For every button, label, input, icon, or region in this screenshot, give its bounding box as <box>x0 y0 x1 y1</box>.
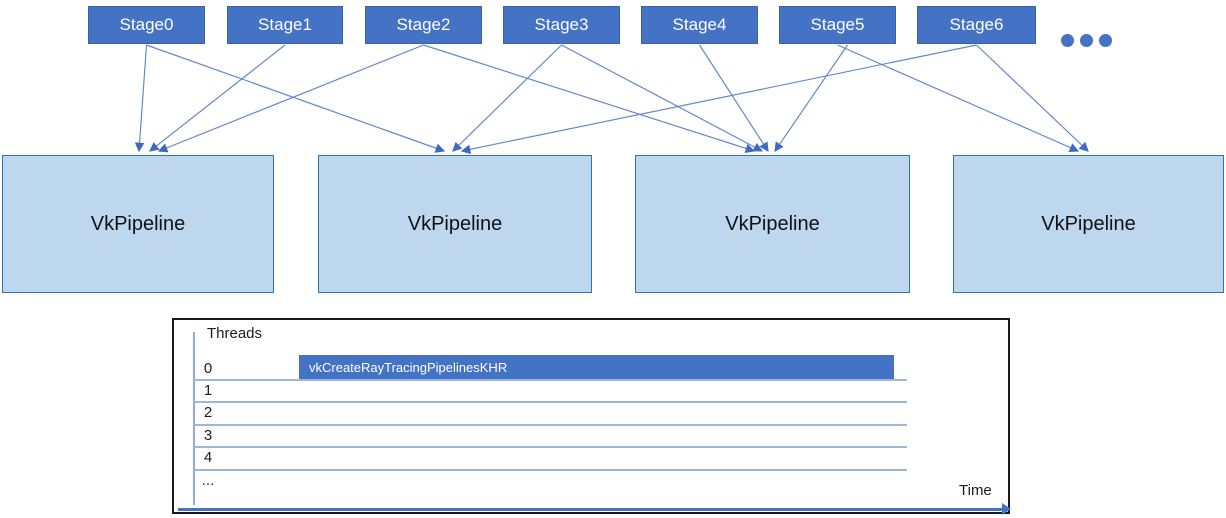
stage-label: Stage4 <box>672 15 727 34</box>
stage-label: Stage1 <box>258 15 312 34</box>
pipeline-box-0: VkPipeline <box>2 155 274 293</box>
pipeline-label: VkPipeline <box>725 212 820 235</box>
more-stages-ellipsis-icon <box>1061 34 1112 47</box>
arrow-stage5-to-pipeline-3 <box>837 44 1080 153</box>
thread-row-label-2: 2 <box>203 404 213 422</box>
arrow-stage1-to-pipeline-0 <box>149 44 286 152</box>
thread-row-label-0: 0 <box>203 359 213 377</box>
stage-box-stage0: Stage0 <box>88 6 205 44</box>
stage-label: Stage3 <box>534 15 589 34</box>
stage-box-stage1: Stage1 <box>227 6 343 44</box>
thread-row-separator <box>194 401 907 404</box>
thread-row-separator <box>194 423 907 426</box>
stage-box-stage3: Stage3 <box>503 6 620 44</box>
thread-timeline-chart: Threads 0 1 2 3 4... vkCreateRayTracingPipel… <box>172 318 1011 515</box>
pipeline-box-2: VkPipeline <box>635 155 910 293</box>
arrow-stage3-to-pipeline-1 <box>452 44 562 152</box>
thread-row-separator <box>194 379 907 381</box>
stage-box-stage6: Stage6 <box>917 6 1036 44</box>
pipeline-label: VkPipeline <box>90 212 186 235</box>
pipeline-label: VkPipeline <box>407 212 503 235</box>
thread-row-label-1: 1 <box>203 381 213 399</box>
pipeline-label: VkPipeline <box>1041 212 1136 235</box>
stage-label: Stage2 <box>396 15 451 34</box>
time-axis-arrowhead-icon <box>1002 503 1011 515</box>
threads-axis-title: Threads <box>207 325 263 342</box>
arrow-stage3-to-pipeline-2 <box>561 44 764 152</box>
arrow-stage5-to-pipeline-2 <box>774 44 848 152</box>
stage-box-stage5: Stage5 <box>779 6 896 44</box>
arrow-stage6-to-pipeline-1 <box>460 44 977 155</box>
ellipsis-dot-icon <box>1099 34 1112 47</box>
threads-axis-line <box>193 332 195 505</box>
ellipsis-dot-icon <box>1080 34 1093 47</box>
arrow-stage2-to-pipeline-2 <box>423 44 756 154</box>
thread-row-label-dotdotdot: ... <box>201 471 215 489</box>
thread-row-separator <box>194 446 907 449</box>
arrow-stage4-to-pipeline-2 <box>698 44 769 153</box>
stage-label: Stage6 <box>949 15 1004 34</box>
time-axis-title: Time <box>959 482 992 499</box>
pipeline-box-3: VkPipeline <box>953 155 1224 293</box>
stage-label: Stage5 <box>810 15 865 34</box>
arrow-stage2-to-pipeline-0 <box>157 44 424 153</box>
thread-row-label-3: 3 <box>203 426 213 444</box>
arrow-stage0-to-pipeline-1 <box>146 44 446 153</box>
time-axis-line <box>178 508 1004 511</box>
ellipsis-dot-icon <box>1061 34 1074 47</box>
thread-row-separator <box>194 468 907 471</box>
arrow-stage0-to-pipeline-0 <box>134 44 148 153</box>
stage-box-stage2: Stage2 <box>365 6 482 44</box>
pipeline-box-1: VkPipeline <box>318 155 592 293</box>
stage-box-stage4: Stage4 <box>641 6 758 44</box>
arrow-stage6-to-pipeline-3 <box>976 44 1089 152</box>
task-bar: vkCreateRayTracingPipelinesKHR <box>299 355 894 379</box>
stage-label: Stage0 <box>119 15 174 34</box>
thread-row-label-4: 4 <box>203 449 213 467</box>
